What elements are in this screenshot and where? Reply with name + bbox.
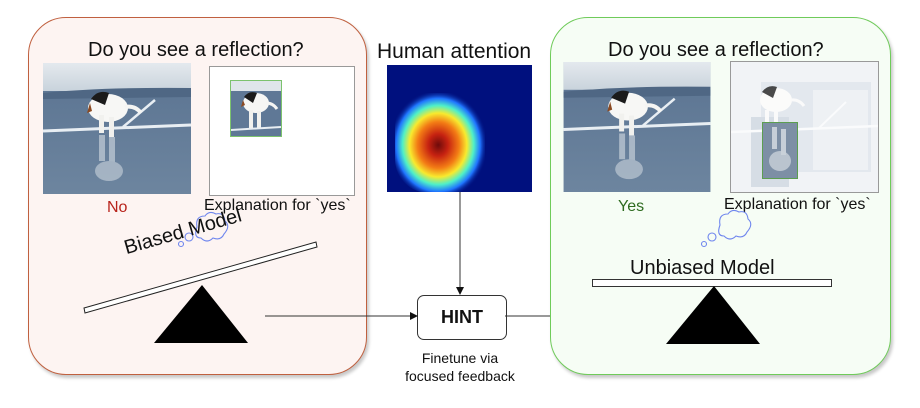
thought-bubble-icon <box>177 211 229 248</box>
level-beam <box>592 279 832 287</box>
right-explanation-caption: Explanation for `yes` <box>724 196 871 213</box>
heatmap-image <box>395 93 485 192</box>
dog-shape <box>87 91 143 137</box>
thought-bubble-icon <box>700 209 752 248</box>
triangle-fulcrum-icon <box>666 286 760 344</box>
unbiased-model-label: Unbiased Model <box>630 257 775 279</box>
right-answer-label: Yes <box>618 198 645 215</box>
arrow-right-icon <box>265 312 418 320</box>
dog-on-ice-image <box>43 63 191 194</box>
masked-explanation-image <box>731 62 878 192</box>
dog-on-ice-image <box>563 62 711 192</box>
hint-caption-line2: focused feedback <box>405 368 515 384</box>
left-input-photo <box>43 63 191 194</box>
arrow-down-icon <box>456 192 464 295</box>
left-question-title: Do you see a reflection? <box>88 39 304 61</box>
left-answer-label: No <box>107 199 128 216</box>
dog-crop-image <box>231 81 281 136</box>
attention-heatmap <box>387 65 532 192</box>
reflection-crop-image <box>763 123 797 178</box>
left-explanation-crop <box>230 80 282 137</box>
right-explanation-crop <box>762 122 798 179</box>
hint-label: HINT <box>441 307 483 327</box>
left-explanation-caption: Explanation for `yes` <box>204 197 351 214</box>
hint-box: HINT <box>417 295 507 340</box>
tilted-beam <box>83 241 318 314</box>
hint-caption: Finetune via focused feedback <box>380 349 540 385</box>
right-input-photo <box>563 62 711 192</box>
hint-caption-line1: Finetune via <box>421 350 499 366</box>
right-explanation-frame <box>730 61 879 193</box>
attention-title: Human attention <box>377 40 532 63</box>
right-question-title: Do you see a reflection? <box>608 39 824 61</box>
triangle-fulcrum-icon <box>154 285 248 343</box>
